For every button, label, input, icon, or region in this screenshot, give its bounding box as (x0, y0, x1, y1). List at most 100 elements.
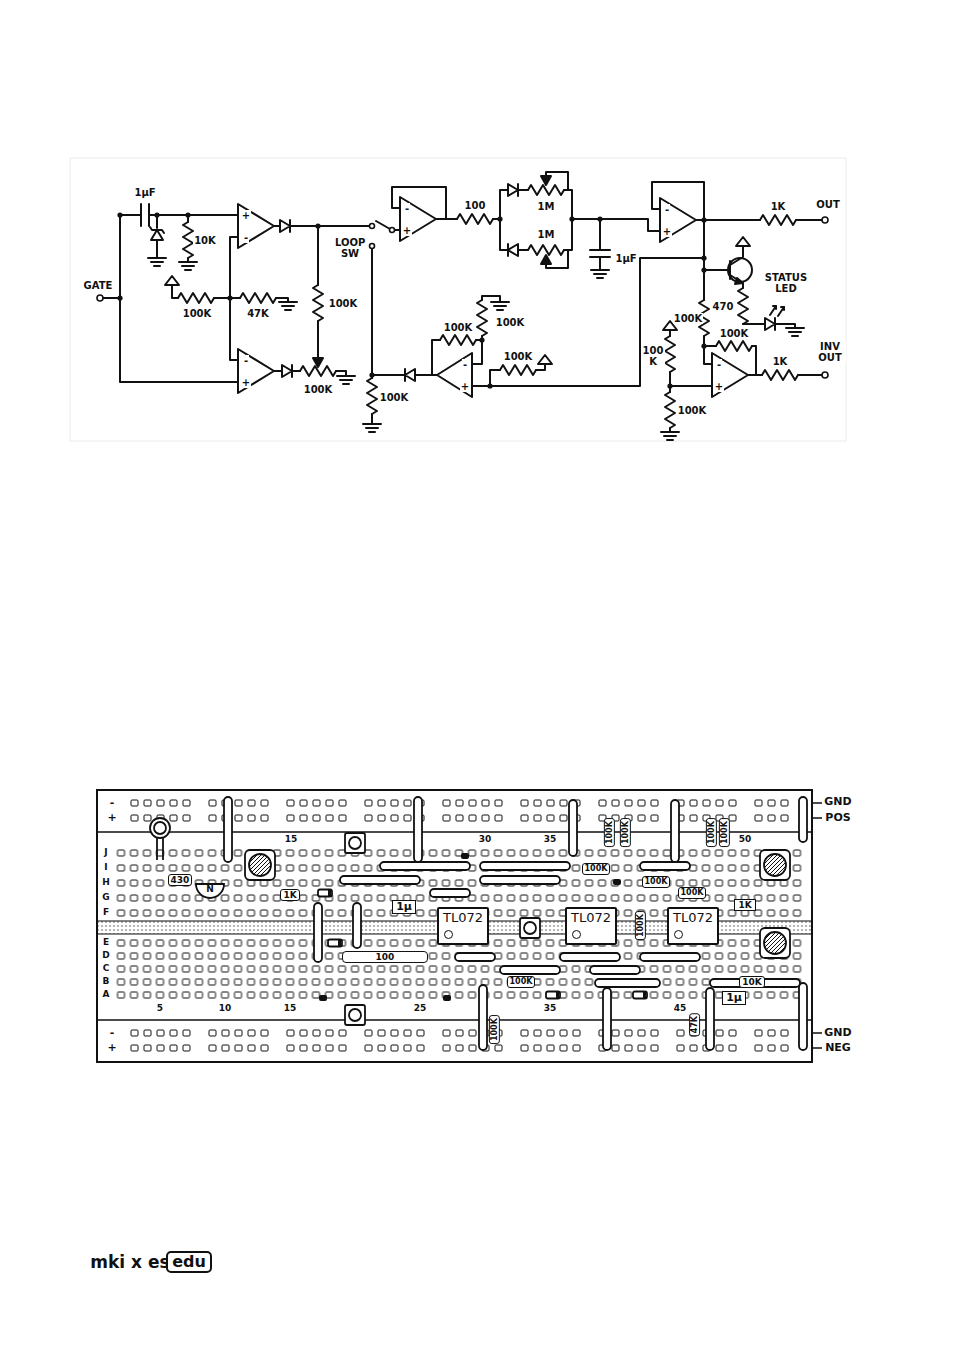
component-value: 100K (328, 298, 359, 309)
resistor-body: 100K (619, 819, 630, 848)
node-text: 1µ (726, 992, 742, 1005)
component-value: 1µF (614, 253, 637, 264)
component-value: 100 (464, 200, 487, 211)
node-text: 100K (645, 877, 668, 886)
component-value: 100K (443, 322, 474, 333)
node-text: 1K (738, 900, 751, 910)
node-text: 47K (690, 1016, 699, 1033)
node-text: 100K (620, 822, 629, 845)
component-value: 1K (770, 201, 787, 212)
node-text: TL072 (673, 911, 713, 926)
signal-name: INV OUT (814, 341, 846, 363)
column-number: 10 (218, 1004, 233, 1014)
component-value: 10K (193, 235, 217, 246)
opamp-input-sign: + (460, 381, 470, 392)
component-value: 100K (673, 313, 704, 324)
node-text: 430 (171, 875, 190, 885)
component-value: 100K (379, 392, 410, 403)
signal-name: GATE (83, 280, 114, 291)
rail-polarity: + (106, 1042, 117, 1054)
pin-marker (444, 930, 453, 939)
component-value: 100K (677, 405, 708, 416)
node-text: 100K (635, 915, 644, 938)
node-text: 100K (585, 864, 608, 873)
row-letter: H (101, 878, 111, 888)
node-text: 100K (706, 822, 715, 845)
component-value: 100K (303, 384, 334, 395)
row-letter: I (103, 863, 108, 873)
component-value: 1K (772, 356, 789, 367)
row-letter: B (102, 977, 111, 987)
opamp-input-sign: - (664, 204, 670, 215)
component-value: 1µF (133, 187, 156, 198)
node-text: 100K (604, 822, 613, 845)
column-number: 35 (543, 835, 558, 845)
component-value: 100K (719, 328, 750, 339)
ic-chip: TL072 (565, 907, 617, 946)
node-text: 1K (283, 890, 296, 900)
component-value: 100K (182, 308, 213, 319)
opamp-input-sign: + (714, 381, 724, 392)
brand-box: edu (166, 1251, 212, 1273)
component-value: 47K (246, 308, 270, 319)
component-box: 1µ (392, 900, 416, 915)
rail-name: POS (824, 812, 851, 824)
column-number: 30 (478, 835, 493, 845)
node-text: TL072 (571, 911, 611, 926)
resistor-body: 1K (280, 889, 299, 901)
signal-name: LOOP SW (334, 237, 366, 259)
node-text: 100K (489, 1019, 498, 1042)
row-letter: A (102, 990, 111, 1000)
component-value: 470 (712, 301, 735, 312)
opamp-input-sign: + (662, 226, 672, 237)
column-number: 25 (413, 1004, 428, 1014)
opamp-input-sign: - (404, 203, 410, 214)
row-letter: G (101, 893, 110, 903)
schematic (97, 172, 828, 440)
component-value: 1M (537, 201, 556, 212)
node-text: TL072 (443, 911, 483, 926)
resistor-body: 100K (678, 887, 707, 898)
component-value: 100 K (641, 345, 665, 367)
resistor-body: 100K (634, 912, 645, 941)
schematic-frame (70, 158, 846, 441)
resistor-body: 100K (603, 819, 614, 848)
resistor-body: 10K (739, 976, 765, 988)
resistor-body: 100 (342, 951, 428, 963)
opamp-input-sign: + (402, 225, 412, 236)
node-text: edu (172, 1253, 206, 1271)
rail-name: GND (823, 796, 852, 808)
opamp-input-sign: - (243, 355, 249, 366)
rail-polarity: - (109, 797, 116, 809)
opamp-input-sign: - (462, 359, 468, 370)
node-text: 100K (719, 822, 728, 845)
component-value: 1M (537, 229, 556, 240)
node-text: 10K (742, 977, 762, 987)
column-number: 15 (283, 1004, 298, 1014)
column-number: 35 (543, 1004, 558, 1014)
opamp-input-sign: - (243, 232, 249, 243)
column-number: 45 (673, 1004, 688, 1014)
row-letter: J (103, 848, 108, 858)
node-text: 100K (681, 888, 704, 897)
component-box: 1K (734, 899, 755, 911)
rail-name: NEG (824, 1042, 852, 1054)
column-number: 5 (156, 1004, 164, 1014)
node-text: 100 (376, 952, 395, 962)
pin-marker (674, 930, 683, 939)
resistor-body: 100K (507, 976, 536, 987)
component-box: 1µ (722, 991, 746, 1006)
ic-chip: TL072 (667, 907, 719, 946)
component-value: 100K (495, 317, 526, 328)
resistor-body: 100K (705, 819, 716, 848)
signal-name: OUT (815, 199, 840, 210)
row-letter: D (101, 951, 110, 961)
column-number: 50 (738, 835, 753, 845)
resistor-body: 47K (689, 1013, 700, 1036)
rail-polarity: - (109, 1027, 116, 1039)
resistor-body: 100K (488, 1016, 499, 1045)
resistor-body: 100K (642, 876, 671, 887)
node-text: 100K (510, 977, 533, 986)
signal-name: STATUS LED (757, 272, 815, 294)
